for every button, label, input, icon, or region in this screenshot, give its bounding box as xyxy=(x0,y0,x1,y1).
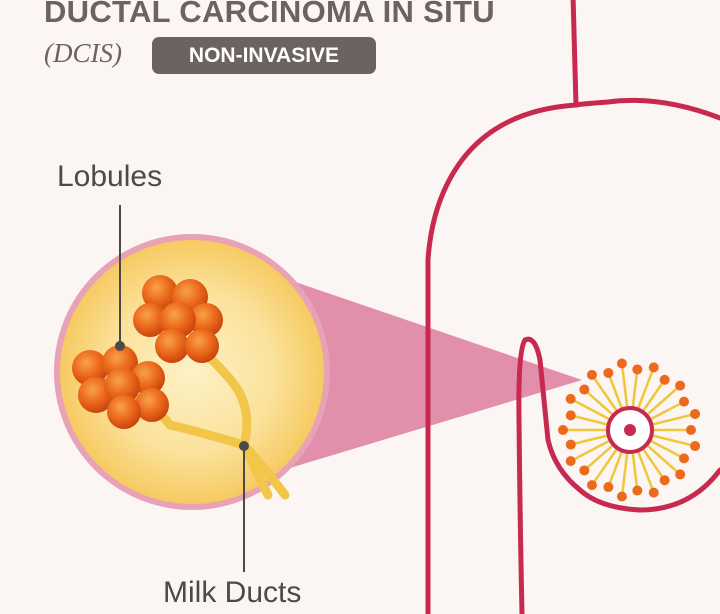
duct-lobule xyxy=(648,487,659,498)
status-badge: NON-INVASIVE xyxy=(152,37,376,74)
breast-outline-icon xyxy=(425,0,720,614)
duct-ray xyxy=(647,386,679,416)
ducts-marker xyxy=(239,441,249,451)
duct-ray xyxy=(621,453,629,494)
duct-ray xyxy=(642,381,664,411)
duct-lobule xyxy=(690,408,701,419)
duct-lobule xyxy=(586,369,597,380)
duct-ray xyxy=(573,434,607,446)
duct-ray xyxy=(585,444,613,470)
duct-ray xyxy=(653,413,693,426)
duct-lobule xyxy=(690,441,701,452)
duct-ray xyxy=(573,414,607,426)
milk-ducts-label: Milk Ducts xyxy=(163,576,302,609)
duct-ray xyxy=(642,449,664,479)
duct-lobule xyxy=(616,491,627,502)
duct-ray xyxy=(637,369,654,409)
duct-lobule xyxy=(565,410,576,421)
duct-lobule xyxy=(632,485,643,496)
duct-lobule xyxy=(565,456,576,467)
duct-ray xyxy=(650,440,682,459)
duct-ray xyxy=(608,451,623,485)
duct-ray xyxy=(592,376,618,411)
duct-lobule xyxy=(679,453,690,464)
subtitle: (DCIS) xyxy=(44,38,122,68)
duct-ray xyxy=(621,366,629,407)
nipple-duct-icon xyxy=(558,358,701,502)
duct-lobule xyxy=(616,358,627,369)
duct-lobule xyxy=(648,362,659,373)
duct-lobule xyxy=(558,425,568,435)
duct-ray xyxy=(653,434,693,447)
duct-ray xyxy=(572,440,610,461)
lobules-label: Lobules xyxy=(57,160,163,193)
magnifier-circle xyxy=(54,234,330,510)
duct-lobule xyxy=(659,374,670,385)
duct-lobule xyxy=(603,367,614,378)
lobules-marker xyxy=(115,341,125,351)
duct-lobule xyxy=(579,465,590,476)
duct-lobule xyxy=(659,475,670,486)
duct-lobule xyxy=(586,480,597,491)
leader-lines xyxy=(119,205,245,572)
duct-ray xyxy=(608,375,623,409)
duct-ray xyxy=(637,451,654,491)
duct-ray xyxy=(585,390,613,416)
duct-ray xyxy=(650,401,682,420)
duct-lobule xyxy=(565,393,576,404)
duct-lobule xyxy=(579,384,590,395)
duct-ray xyxy=(647,444,679,474)
duct-lobule xyxy=(565,439,576,450)
duct-lobule xyxy=(632,364,643,375)
duct-ray xyxy=(592,449,618,484)
lobule-cluster-icon xyxy=(133,275,223,363)
duct-ray xyxy=(631,453,639,488)
duct-ray xyxy=(572,399,610,420)
duct-lobule xyxy=(686,425,696,435)
duct-ray xyxy=(631,372,639,407)
lobule-cluster-icon xyxy=(72,345,169,429)
duct-lobule xyxy=(675,469,686,480)
duct-lobule xyxy=(679,396,690,407)
duct-lobule xyxy=(675,380,686,391)
duct-lobule xyxy=(603,482,614,493)
page-title: DUCTAL CARCINOMA IN SITU xyxy=(44,0,495,29)
